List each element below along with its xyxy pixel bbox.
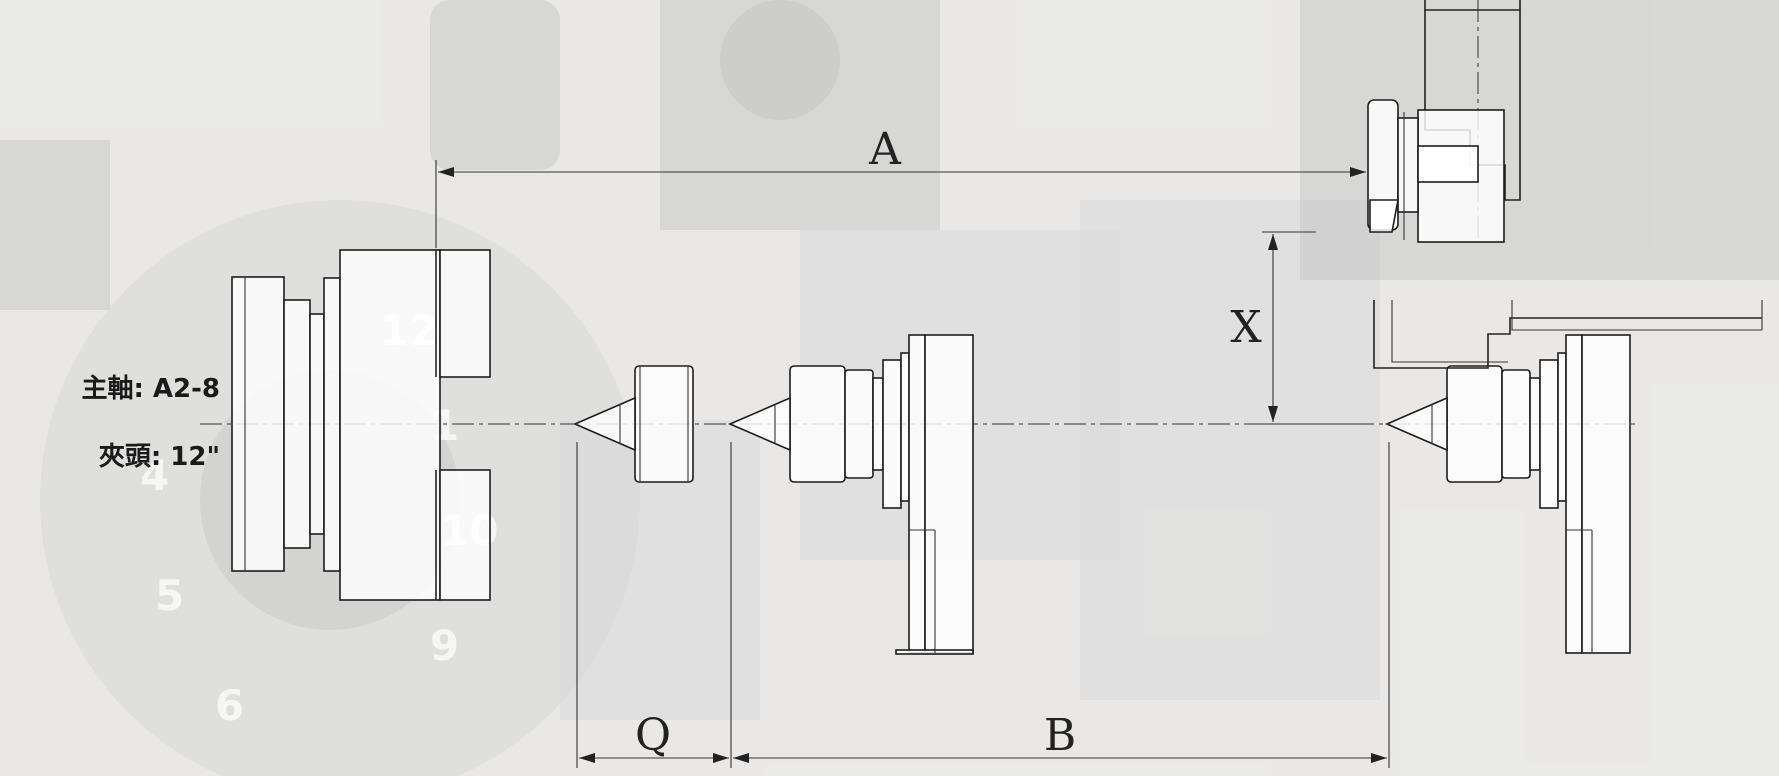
- dimension-x: X: [1230, 231, 1370, 425]
- svg-text:4: 4: [140, 451, 169, 500]
- spindle-spec-label: 主軸: A2-8: [81, 373, 220, 404]
- dimension-a: A: [435, 124, 1366, 248]
- chuck-spec-label: 夾頭: 12": [99, 442, 220, 472]
- svg-text:6: 6: [215, 681, 244, 730]
- dimension-a-label: A: [868, 124, 902, 175]
- tailstock-advanced: [1384, 334, 1631, 654]
- spindle-chuck-assembly: [231, 249, 491, 601]
- dimension-q-b: Q B: [576, 442, 1390, 768]
- loose-live-center: [572, 365, 694, 483]
- svg-text:9: 9: [430, 621, 459, 670]
- turret-tool-holder: [1367, 0, 1763, 369]
- dimension-b-label: B: [1044, 710, 1076, 761]
- svg-text:5: 5: [155, 571, 184, 620]
- dimension-x-label: X: [1230, 302, 1262, 353]
- dimension-q-label: Q: [635, 710, 671, 761]
- tailstock-retracted: [727, 334, 974, 655]
